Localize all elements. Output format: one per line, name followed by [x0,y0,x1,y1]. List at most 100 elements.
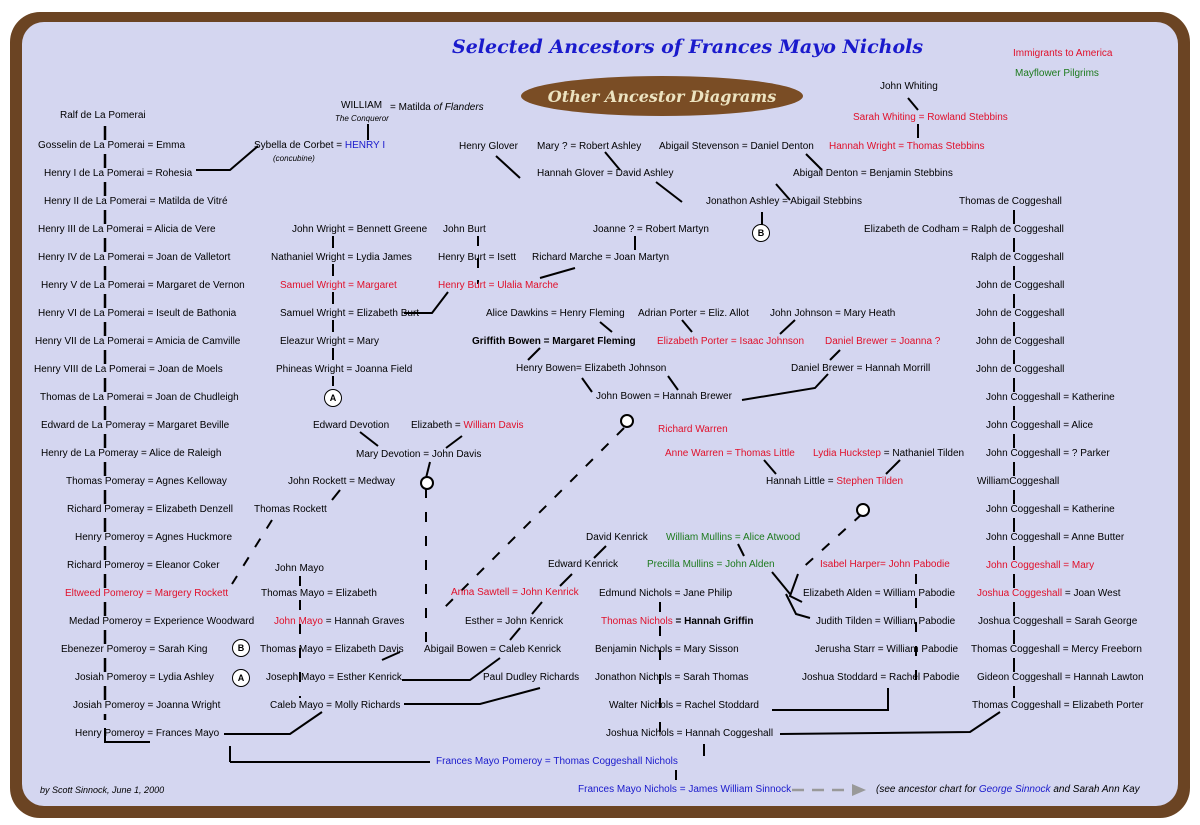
pomeroy-generation: Henry Pomeroy = Frances Mayo [75,728,220,739]
porter-0: Adrian Porter = Eliz. Allot [638,308,749,319]
pomeroy-generation: Thomas de La Pomerai = Joan de Chudleigh [40,392,239,403]
coggeshall-generation: John de Coggeshall [976,364,1065,375]
pomeroy-generation: Henry III de La Pomerai = Alicia de Vere [38,224,216,235]
devotion-0: Edward Devotion [313,420,390,431]
pomeroy-generation: Henry Pomeroy = Agnes Huckmore [75,532,233,543]
kenrick-0: David Kenrick [586,532,648,543]
rockett-0: John Rockett = Medway [288,476,395,487]
marker-a-pomeroy[interactable]: A [232,669,250,687]
pomeroy-generation: Richard Pomeray = Elizabeth Denzell [67,504,233,515]
burt-1: Henry Burt = Isett [438,252,517,263]
author-credit: by Scott Sinnock, June 1, 2000 [40,785,165,795]
coggeshall-generation: John Coggeshall = ? Parker [986,448,1110,459]
coggeshall-generation: John Coggeshall = Alice [986,420,1094,431]
pabodie-1: Elizabeth Alden = William Pabodie [803,588,956,599]
legend-mayflower: Mayflower Pilgrims [1015,68,1099,79]
pomeroy-generation: Josiah Pomeroy = Lydia Ashley [75,672,214,683]
porter-1: Elizabeth Porter = Isaac Johnson [657,336,805,347]
coggeshall-generation: WilliamCoggeshall [977,476,1060,487]
mayo-0: John Mayo [275,563,324,574]
wright-3: Samuel Wright = Elizabeth Burt [280,308,420,319]
mayo-6: Caleb Mayo = Molly Richards [270,700,401,711]
final-pomeroy-coggeshall: Frances Mayo Pomeroy = Thomas Coggeshall… [436,756,678,767]
little-tilden: Lydia Huckstep = Nathaniel Tilden [813,448,965,459]
glover-2: Hannah Glover = David Ashley [537,168,674,179]
other-ancestor-diagrams-button[interactable]: Other Ancestor Diagrams [521,76,803,116]
matilda-label: = Matilda of Flanders [390,102,484,113]
chart-title: Selected Ancestors of Frances Mayo Nicho… [452,36,924,58]
pomeroy-generation: Josiah Pomeroy = Joanna Wright [73,700,221,711]
william-label: WILLIAM [341,100,383,111]
little-hannah: Hannah Little = Stephen Tilden [766,476,904,487]
nichols-0: Edmund Nichols = Jane Philip [599,588,733,599]
rockett-1: Thomas Rockett [254,504,327,515]
burt-0: John Burt [443,224,486,235]
stebbins-1: Sarah Whiting = Rowland Stebbins [853,112,1008,123]
nichols-5: Walter Nichols = Rachel Stoddard [609,700,759,711]
see-ancestor-chart-note: (see ancestor chart for George Sinnock a… [876,784,1140,795]
wright-0: John Wright = Bennett Greene [292,224,428,235]
marche-0: Joanne ? = Robert Martyn [593,224,709,235]
stebbins-0: John Whiting [880,81,938,92]
ashley-1: Abigail Denton = Benjamin Stebbins [793,168,953,179]
concubine-label: (concubine) [273,154,315,163]
pomeroy-generation: Henry VI de La Pomerai = Iseult de Batho… [38,308,237,319]
coggeshall-generation: John de Coggeshall [976,280,1065,291]
marker-b-pomeroy[interactable]: B [232,639,250,657]
coggeshall-generation: John Coggeshall = Katherine [986,392,1115,403]
pomeroy-generation: Edward de La Pomeray = Margaret Beville [41,420,230,431]
kenrick-2: Anna Sawtell = John Kenrick [451,587,579,598]
coggeshall-generation: Thomas Coggeshall = Mercy Freeborn [971,644,1142,655]
kenrick-5: Paul Dudley Richards [483,672,580,683]
bowen-henry: Henry Bowen= Elizabeth Johnson [516,363,667,374]
johnson-heath: John Johnson = Mary Heath [770,308,896,319]
mullins-1: Precilla Mullins = John Alden [647,559,775,570]
pomeroy-generation: Henry IV de La Pomerai = Joan de Valleto… [38,252,231,263]
ashley-0: Abigail Stevenson = Daniel Denton [659,141,814,152]
link-dot-davis [420,476,434,490]
mayo-4: Thomas Mayo = Elizabeth Davis [260,644,404,655]
brewer-1: Daniel Brewer = Hannah Morrill [791,363,931,374]
bowen-griffith: Griffith Bowen = Margaret Fleming [472,336,636,347]
kenrick-4: Abigail Bowen = Caleb Kenrick [424,644,562,655]
coggeshall-generation: John Coggeshall = Katherine [986,504,1115,515]
brewer-0: Daniel Brewer = Joanna ? [825,336,941,347]
pabodie-0: Isabel Harper= John Pabodie [820,559,950,570]
little-0: Richard Warren [658,424,728,435]
pomeroy-generation: Eltweed Pomeroy = Margery Rockett [65,588,229,599]
pomeroy-generation: Gosselin de La Pomerai = Emma [38,140,186,151]
pomeroy-generation: Henry de La Pomeray = Alice de Raleigh [41,448,222,459]
coggeshall-generation: Joshua Coggeshall = Sarah George [978,616,1138,627]
diagram-panel [22,22,1178,806]
bowen-john: John Bowen = Hannah Brewer [596,391,732,402]
marker-b-ashley[interactable]: B [752,224,770,242]
coggeshall-generation: Elizabeth de Codham = Ralph de Coggeshal… [864,224,1064,235]
pomeroy-generation: Henry I de La Pomerai = Rohesia [44,168,193,179]
marker-a-wright[interactable]: A [324,389,342,407]
mayo-2: John Mayo = Hannah Graves [274,616,405,627]
coggeshall-generation: Thomas de Coggeshall [959,196,1062,207]
coggeshall-generation: Ralph de Coggeshall [971,252,1064,263]
coggeshall-generation: John de Coggeshall [976,336,1065,347]
pomeroy-generation: Ralf de La Pomerai [60,110,146,121]
pomeroy-generation: Henry VII de La Pomerai = Amicia de Camv… [35,336,241,347]
coggeshall-generation: Joshua Coggeshall = Joan West [977,588,1121,599]
wright-2: Samuel Wright = Margaret [280,280,397,291]
kenrick-3: Esther = John Kenrick [465,616,564,627]
legend-immigrants: Immigrants to America [1013,48,1113,59]
marche-1: Richard Marche = Joan Martyn [532,252,670,263]
link-dot-bowen [620,414,634,428]
coggeshall-generation: Gideon Coggeshall = Hannah Lawton [977,672,1144,683]
nichols-6: Joshua Nichols = Hannah Coggeshall [606,728,774,739]
pomeroy-generation: Medad Pomeroy = Experience Woodward [69,616,255,627]
pabodie-2: Judith Tilden = William Pabodie [816,616,956,627]
pomeroy-generation: Henry II de La Pomerai = Matilda de Vitr… [44,196,228,207]
pomeroy-generation: Henry V de La Pomerai = Margaret de Vern… [41,280,245,291]
glover-1: Mary ? = Robert Ashley [537,141,642,152]
nichols-3: Benjamin Nichols = Mary Sisson [595,644,739,655]
pomeroy-generation: Richard Pomeroy = Eleanor Coker [67,560,220,571]
bowen-dawkins: Alice Dawkins = Henry Fleming [486,308,625,319]
wright-4: Eleazur Wright = Mary [280,336,380,347]
burt-2: Henry Burt = Ulalia Marche [438,280,559,291]
sybella-henry-i: Sybella de Corbet = HENRY I [254,140,386,151]
